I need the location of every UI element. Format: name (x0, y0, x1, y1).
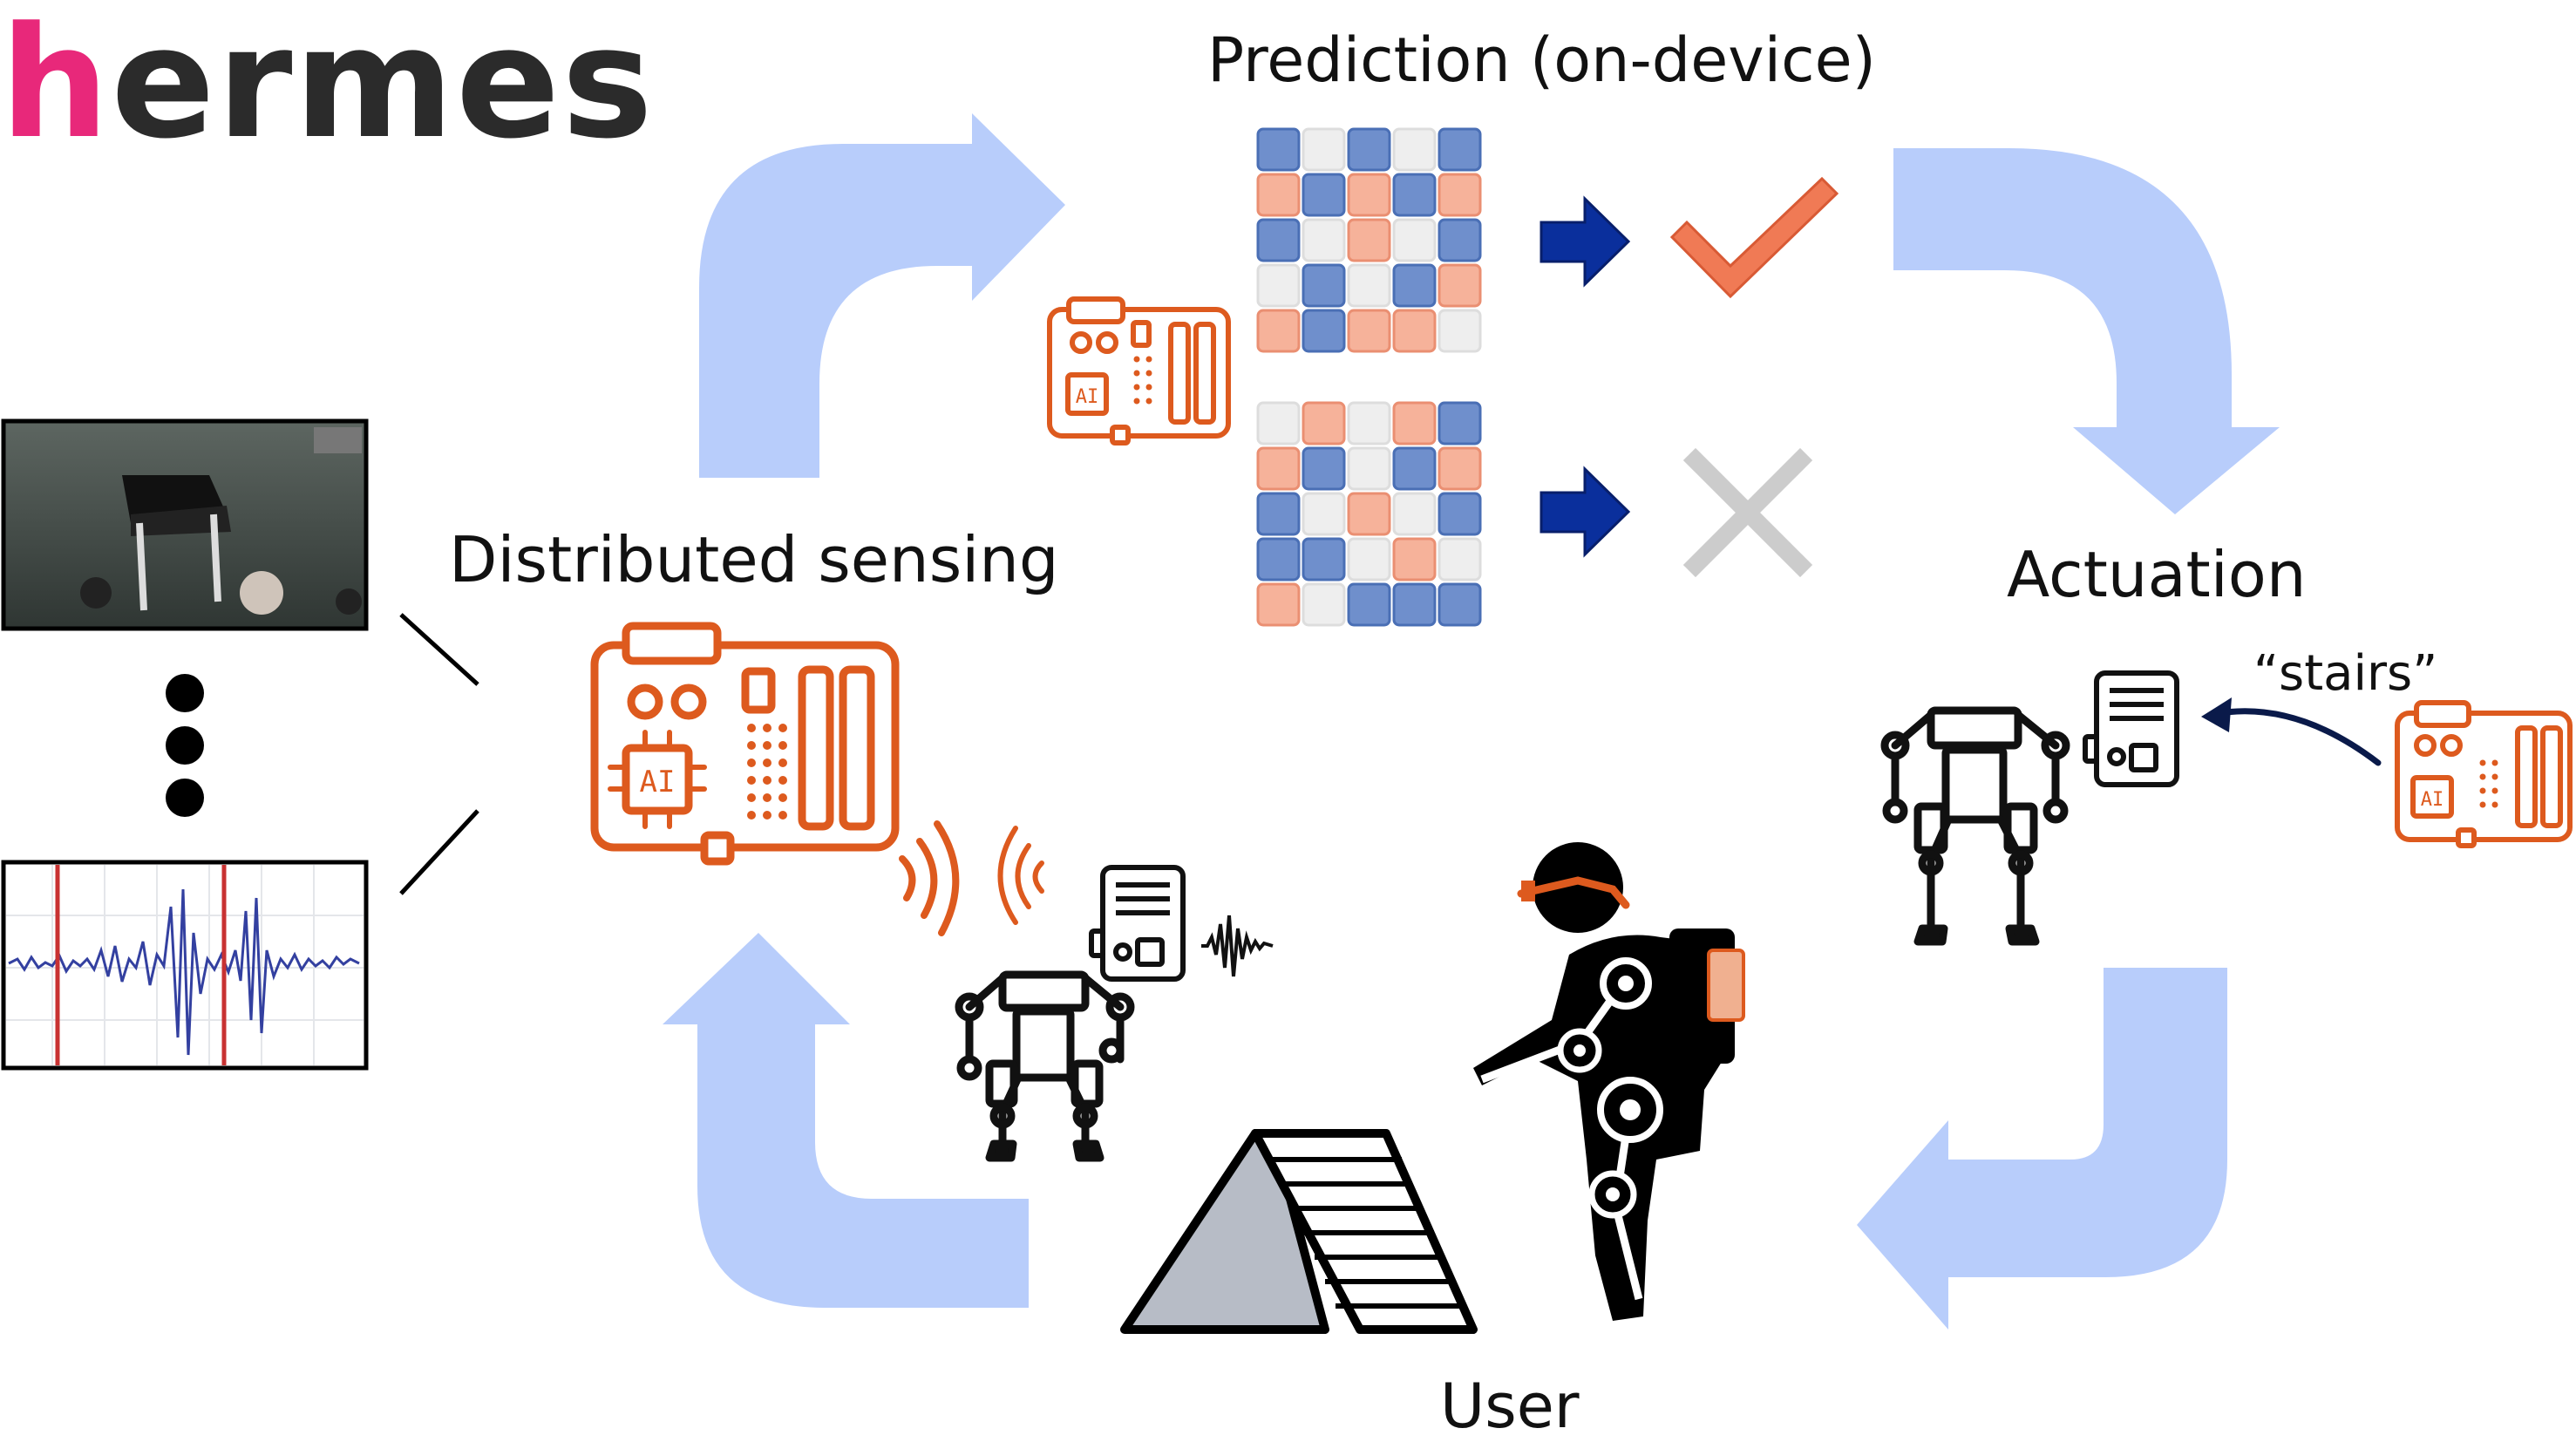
grid-cell (1256, 446, 1301, 491)
grid-cell (1392, 309, 1437, 353)
grid-cell (1302, 218, 1346, 262)
grid-cell (1256, 401, 1301, 446)
grid-cell (1347, 537, 1391, 582)
grid-cell (1392, 582, 1437, 627)
cross-icon (1682, 447, 1813, 578)
wireless-signal-small-icon (997, 826, 1044, 925)
grid-cell (1347, 309, 1391, 353)
grid-cell (1392, 537, 1437, 582)
grid-cell (1392, 401, 1437, 446)
signal-plot (1, 860, 369, 1071)
svg-text:AI: AI (640, 765, 676, 799)
grid-cell (1302, 582, 1346, 627)
ramp-icon (1120, 1129, 1478, 1334)
grid-cell (1347, 582, 1391, 627)
grid-cell (1347, 446, 1391, 491)
grid-cell (1302, 446, 1346, 491)
grid-cell (1256, 309, 1301, 353)
grid-cell (1438, 446, 1482, 491)
user-title: User (1440, 1371, 1580, 1442)
grid-cell (1302, 263, 1346, 308)
grid-cell (1438, 309, 1482, 353)
prediction-grid-positive (1256, 127, 1482, 353)
dark-arrow-top (1539, 195, 1631, 288)
exoskeleton-icon-actuation (1880, 706, 2070, 946)
grid-cell (1302, 309, 1346, 353)
grid-cell (1302, 537, 1346, 582)
cycle-arrow-top-left (699, 113, 1065, 478)
hermes-logo: hermes (0, 0, 655, 173)
ai-board-small-icon: AI (1047, 296, 1231, 446)
grid-cell (1392, 492, 1437, 536)
check-icon (1669, 176, 1839, 299)
grid-cell (1438, 218, 1482, 262)
grid-cell (1302, 492, 1346, 536)
distributed-sensing-title: Distributed sensing (449, 523, 1059, 596)
grid-cell (1347, 401, 1391, 446)
actuation-title: Actuation (2007, 538, 2307, 611)
grid-cell (1438, 492, 1482, 536)
ai-board-actuation-icon: AI (2395, 700, 2573, 848)
grid-cell (1392, 127, 1437, 172)
grid-cell (1347, 218, 1391, 262)
dark-arrow-bottom (1539, 466, 1631, 558)
grid-cell (1438, 127, 1482, 172)
grid-cell (1256, 218, 1301, 262)
ai-board-icon: AI (590, 622, 900, 866)
grid-cell (1302, 173, 1346, 217)
grid-cell (1438, 263, 1482, 308)
grid-cell (1347, 492, 1391, 536)
grid-cell (1256, 582, 1301, 627)
controller-icon-sensing (1089, 865, 1186, 982)
grid-cell (1256, 173, 1301, 217)
prediction-grid-negative (1256, 401, 1482, 627)
exoskeleton-icon-sensing (955, 970, 1135, 1162)
grid-cell (1302, 127, 1346, 172)
camera-image (1, 418, 369, 631)
controller-icon-actuation (2083, 670, 2179, 787)
user-icon (1473, 842, 1745, 1321)
grid-cell (1438, 582, 1482, 627)
connector-lines (399, 613, 479, 895)
grid-cell (1392, 263, 1437, 308)
svg-text:AI: AI (2421, 789, 2444, 811)
svg-text:AI: AI (1076, 386, 1099, 408)
grid-cell (1347, 263, 1391, 308)
grid-cell (1392, 218, 1437, 262)
grid-cell (1302, 401, 1346, 446)
prediction-title: Prediction (on-device) (1207, 24, 1876, 96)
cycle-arrow-top-right (1893, 148, 2280, 514)
grid-cell (1256, 492, 1301, 536)
soundwave-icon (1201, 915, 1274, 977)
grid-cell (1256, 537, 1301, 582)
command-arrow (2201, 697, 2382, 766)
grid-cell (1347, 173, 1391, 217)
cycle-arrow-bottom-right (1857, 968, 2227, 1330)
grid-cell (1347, 127, 1391, 172)
grid-cell (1256, 263, 1301, 308)
cycle-arrow-bottom-left (663, 933, 1029, 1308)
grid-cell (1438, 537, 1482, 582)
grid-cell (1438, 173, 1482, 217)
grid-cell (1256, 127, 1301, 172)
ellipsis-dots (166, 674, 204, 817)
grid-cell (1392, 173, 1437, 217)
wireless-signal-icon (899, 820, 960, 936)
grid-cell (1392, 446, 1437, 491)
stairs-quote: “stairs” (2253, 645, 2438, 702)
grid-cell (1438, 401, 1482, 446)
